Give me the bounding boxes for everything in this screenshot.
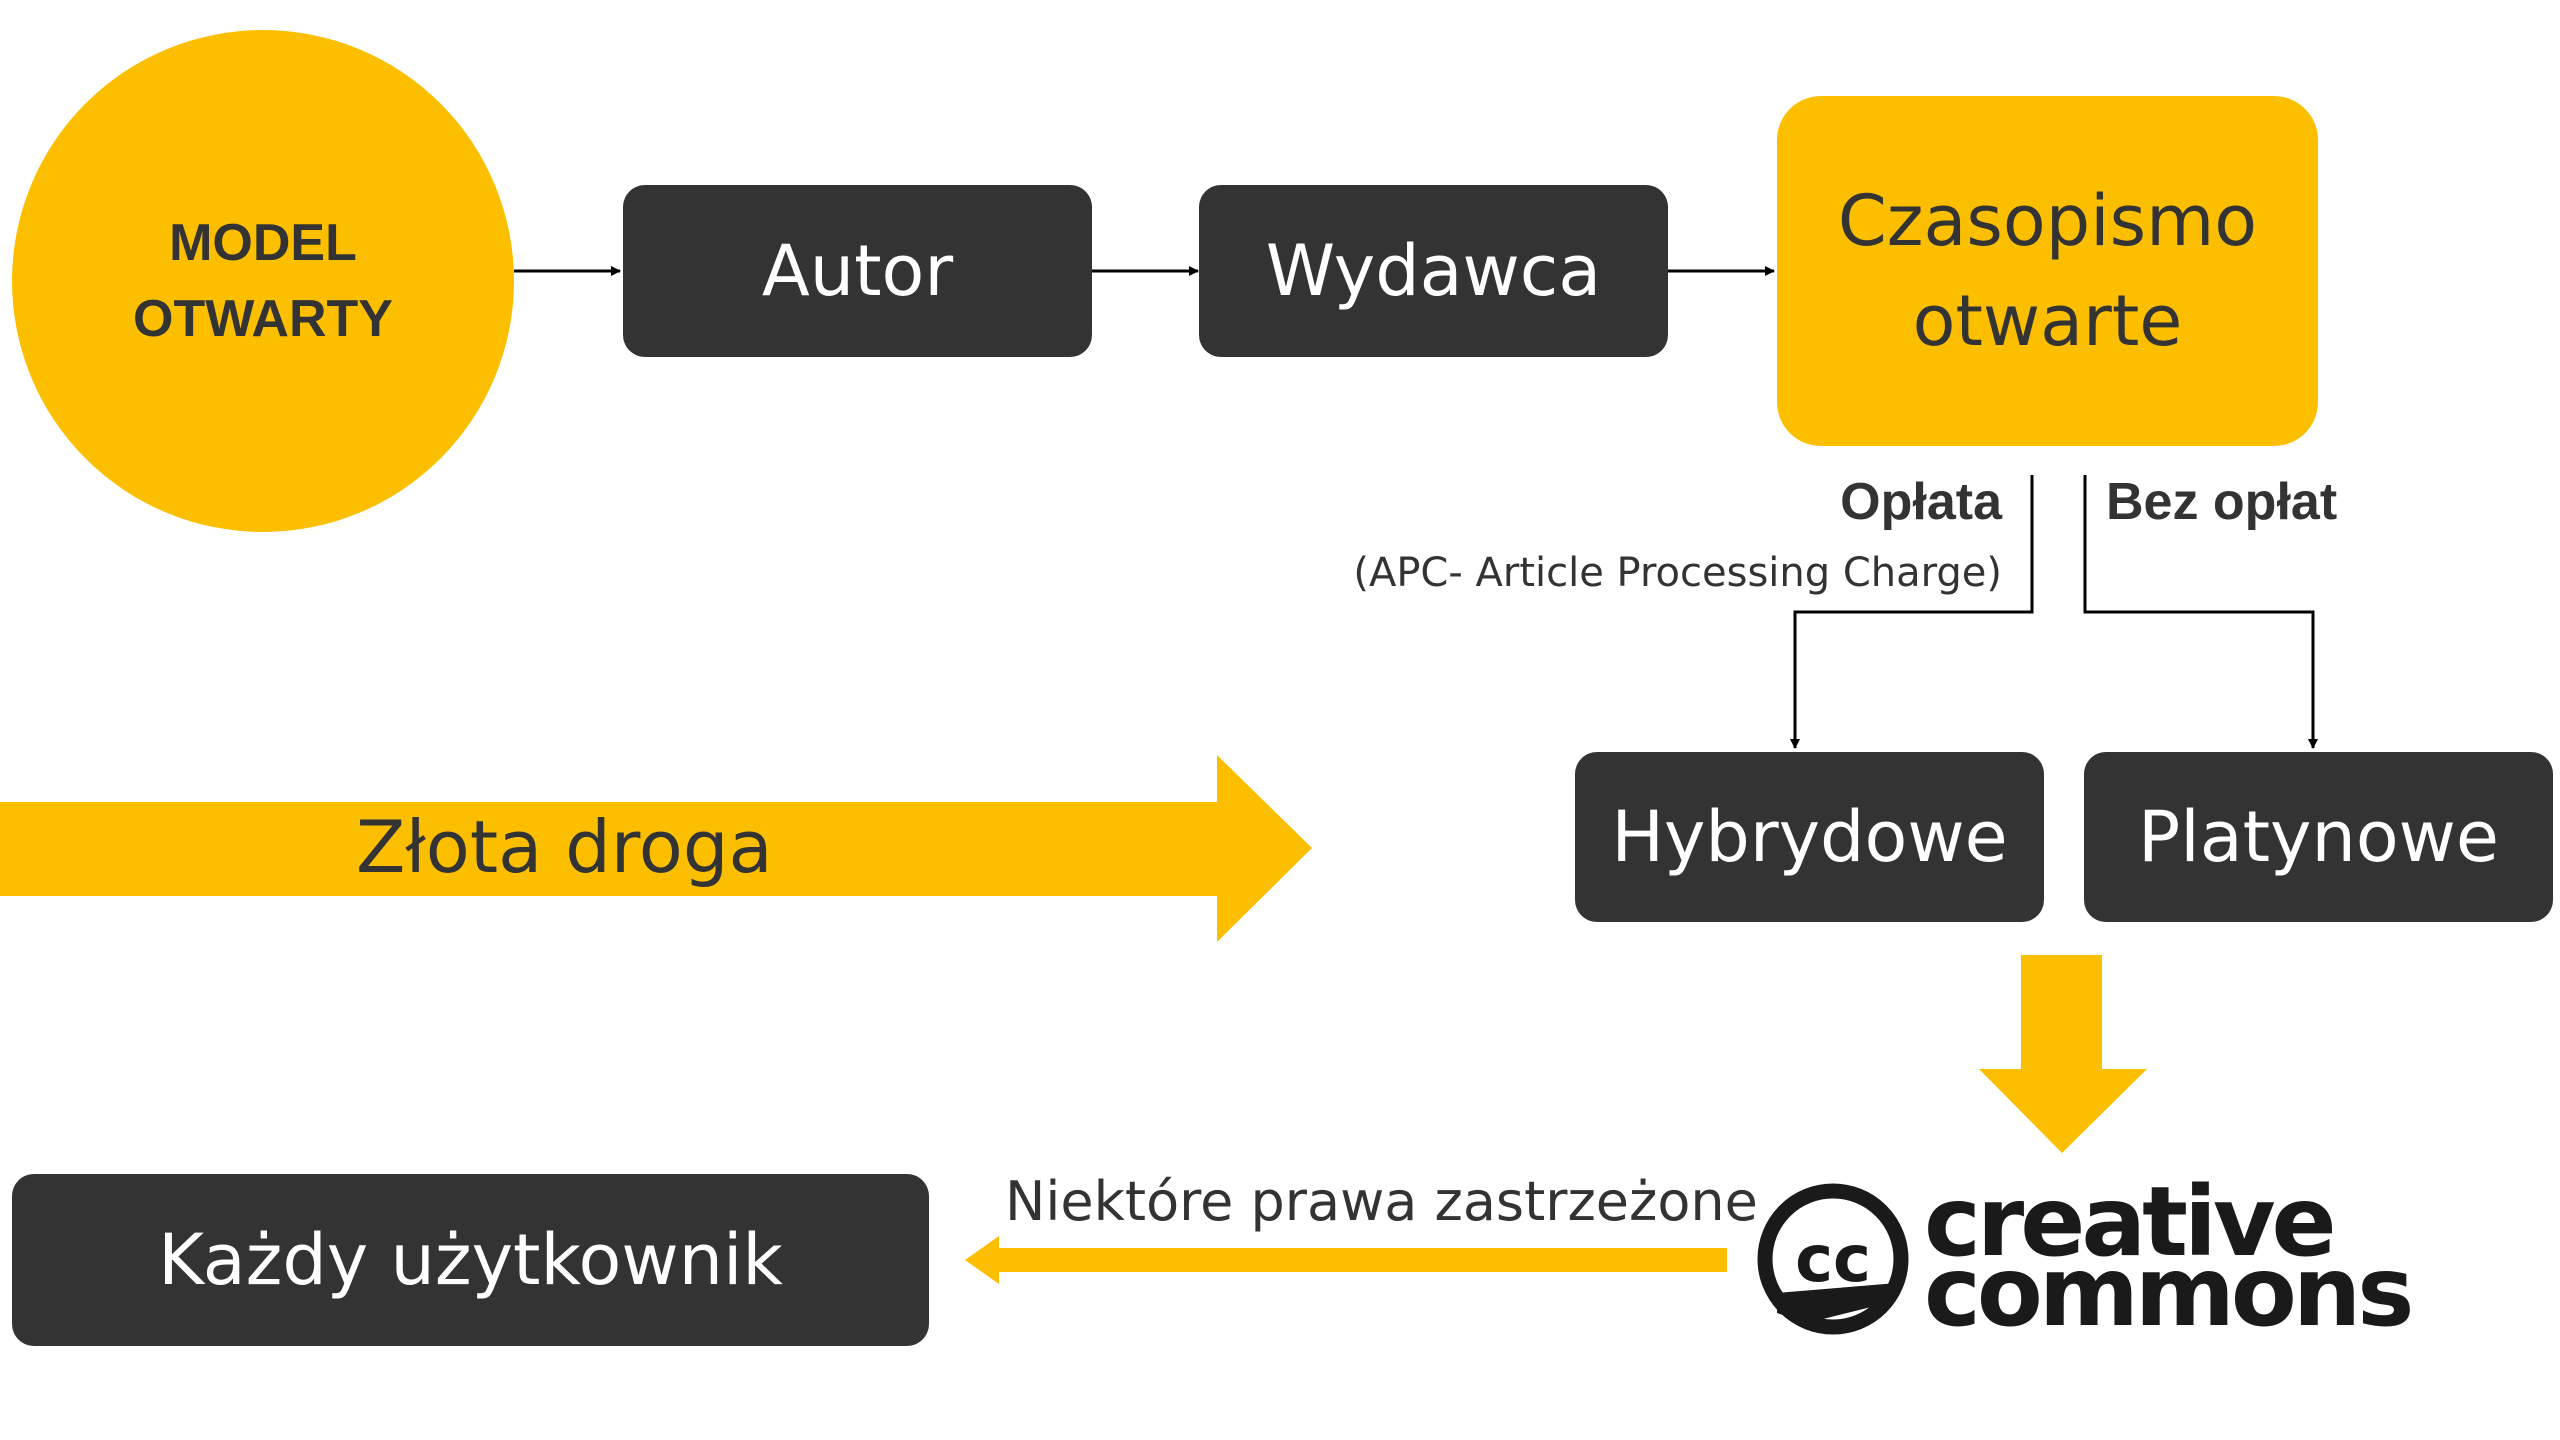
fee-note: (APC- Article Processing Charge)	[1353, 550, 2002, 596]
gold-road-label: Złota droga	[356, 805, 773, 889]
platinum-box: Platynowe	[2084, 752, 2553, 922]
every-user-label: Każdy użytkownik	[158, 1219, 783, 1301]
model-label-line1: MODEL	[169, 214, 357, 272]
fee-label: Opłata	[1840, 473, 2002, 531]
cc-mark: cc	[1795, 1223, 1871, 1297]
journal-label-line2: otwarte	[1912, 280, 2183, 362]
platinum-label: Platynowe	[2138, 796, 2499, 878]
rights-reserved-label: Niektóre prawa zastrzeżone	[1005, 1170, 1758, 1233]
free-label: Bez opłat	[2106, 473, 2338, 531]
creative-commons-logo: cc creative commons	[1757, 1166, 2414, 1340]
hybrid-label: Hybrydowe	[1611, 796, 2008, 878]
publisher-label: Wydawca	[1265, 230, 1602, 312]
journal-label-line1: Czasopismo	[1837, 180, 2258, 262]
down-arrow-to-cc	[1979, 955, 2147, 1153]
model-circle: MODEL OTWARTY	[12, 30, 514, 532]
author-label: Autor	[761, 230, 954, 312]
model-label-line2: OTWARTY	[133, 290, 393, 348]
cc-word-creative: creative	[1924, 1166, 2337, 1278]
gold-road-arrow	[0, 755, 1312, 942]
cc-icon: cc	[1757, 1183, 1909, 1335]
arrow-fee-branch	[1790, 475, 2034, 749]
arrow-free-branch	[2083, 475, 2318, 749]
open-journal-box: Czasopismo otwarte	[1777, 96, 2318, 446]
cc-word-commons: commons	[1924, 1236, 2414, 1348]
publisher-box: Wydawca	[1199, 185, 1668, 357]
left-arrow-to-user	[965, 1236, 1727, 1284]
hybrid-box: Hybrydowe	[1575, 752, 2044, 922]
every-user-box: Każdy użytkownik	[12, 1174, 929, 1346]
author-box: Autor	[623, 185, 1092, 357]
